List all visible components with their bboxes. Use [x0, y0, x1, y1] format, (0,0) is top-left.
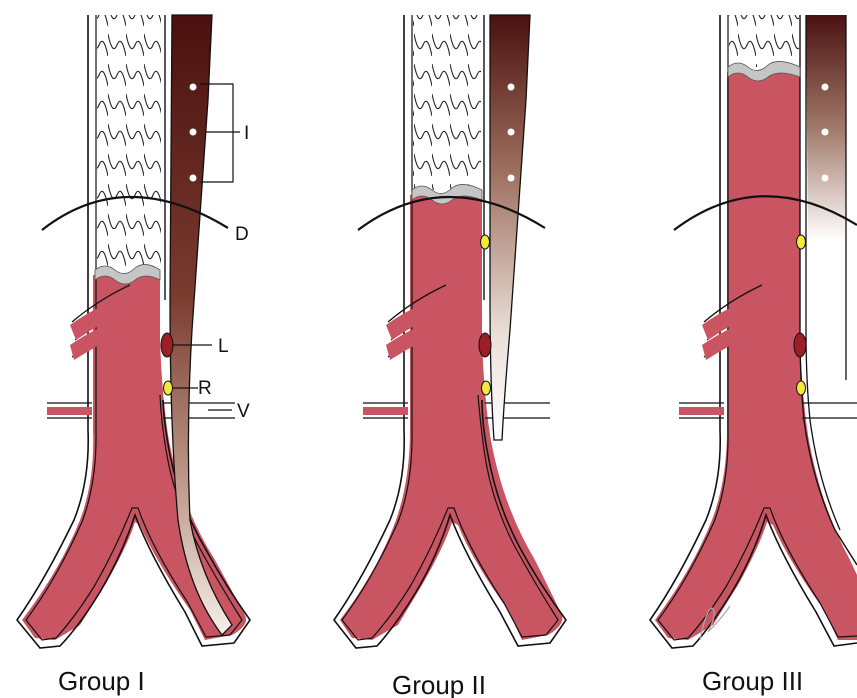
- lesion-marker: [479, 333, 491, 357]
- stent-graft-icon: [97, 15, 161, 270]
- group-3-panel: Group III: [650, 15, 857, 696]
- group-2-panel: Group II: [334, 15, 566, 698]
- aorta-body: [22, 275, 246, 640]
- label-I: I: [244, 123, 249, 144]
- renal-artery-marker: [164, 381, 173, 395]
- renal-artery-marker: [797, 381, 806, 395]
- label-L: L: [218, 336, 229, 357]
- label-V: V: [237, 401, 250, 422]
- renal-artery-marker: [797, 235, 806, 249]
- group-1-panel: I D L R V Group I: [17, 15, 250, 696]
- stent-graft-icon: [413, 15, 481, 190]
- label-D: D: [235, 224, 249, 245]
- stent-graft-icon: [729, 15, 799, 67]
- lesion-marker: [161, 333, 173, 357]
- label-R: R: [198, 378, 212, 399]
- renal-artery-marker: [482, 381, 491, 395]
- caption-group-3: Group III: [702, 666, 803, 696]
- endoleak-column: [490, 15, 530, 440]
- caption-group-1: Group I: [58, 666, 145, 696]
- endoleak-column: [806, 15, 846, 240]
- renal-artery-marker: [481, 235, 490, 249]
- lesion-marker: [794, 333, 806, 357]
- caption-group-2: Group II: [392, 670, 486, 698]
